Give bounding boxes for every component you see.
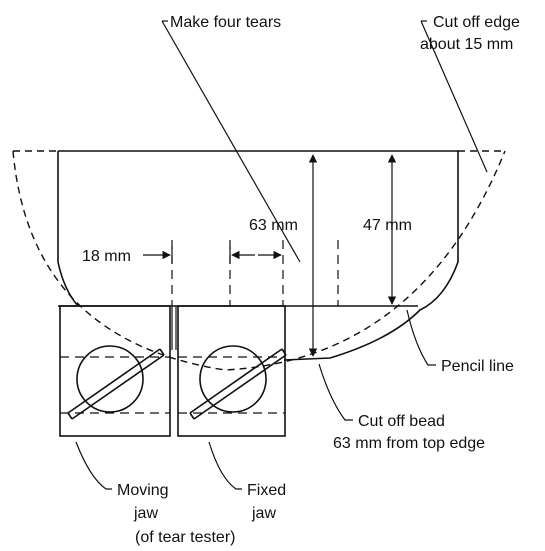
moving-jaw-clamp-circle: [76, 345, 144, 413]
cut-bead-leader: [318, 363, 353, 421]
cut-edge-leader: [420, 20, 488, 173]
fixed-jaw: [177, 305, 286, 437]
moving-jaw-clamp-end-1: [67, 412, 73, 420]
specimen-left-edge: [57, 151, 79, 307]
make-tears-leader: [161, 20, 301, 263]
label-pencil-line: Pencil line: [441, 358, 514, 375]
trimmed-specimen-outline: [58, 150, 459, 361]
label-fixed: Fixed: [247, 482, 286, 499]
label-63mm-from-top: 63 mm from top edge: [333, 435, 485, 452]
label-moving: Moving: [117, 482, 169, 499]
label-47mm: 47 mm: [363, 217, 412, 234]
moving-jaw-clamp-bar-1: [67, 348, 161, 414]
pencil-line-leader: [406, 309, 436, 366]
fixed-jaw-clamp-end-1: [189, 412, 195, 420]
fixed-jaw-clamp-end-2: [281, 348, 287, 356]
moving-jaw-clamp-bar-2: [71, 354, 165, 420]
fixed-jaw-clamp-circle: [199, 345, 267, 413]
label-fixed-jaw: jaw: [251, 505, 276, 522]
label-about-15mm: about 15 mm: [420, 36, 513, 53]
label-make-four-tears: Make four tears: [170, 14, 281, 31]
label-63mm: 63 mm: [249, 217, 298, 234]
label-moving-jaw: jaw: [133, 505, 158, 522]
label-of-tear-tester: (of tear tester): [135, 529, 235, 546]
fixed-jaw-clamp-bar-2: [193, 354, 287, 420]
label-cut-off-bead: Cut off bead: [358, 413, 445, 430]
moving-jaw-clamp-end-2: [159, 348, 165, 356]
specimen-outline-dashed: [12, 150, 506, 371]
moving-jaw: [59, 305, 171, 437]
fixed-jaw-leader: [208, 441, 242, 490]
fixed-jaw-clamp-bar-1: [189, 348, 283, 414]
moving-jaw-leader: [75, 441, 112, 490]
label-cut-off-edge: Cut off edge: [433, 14, 520, 31]
label-18mm: 18 mm: [82, 248, 131, 265]
